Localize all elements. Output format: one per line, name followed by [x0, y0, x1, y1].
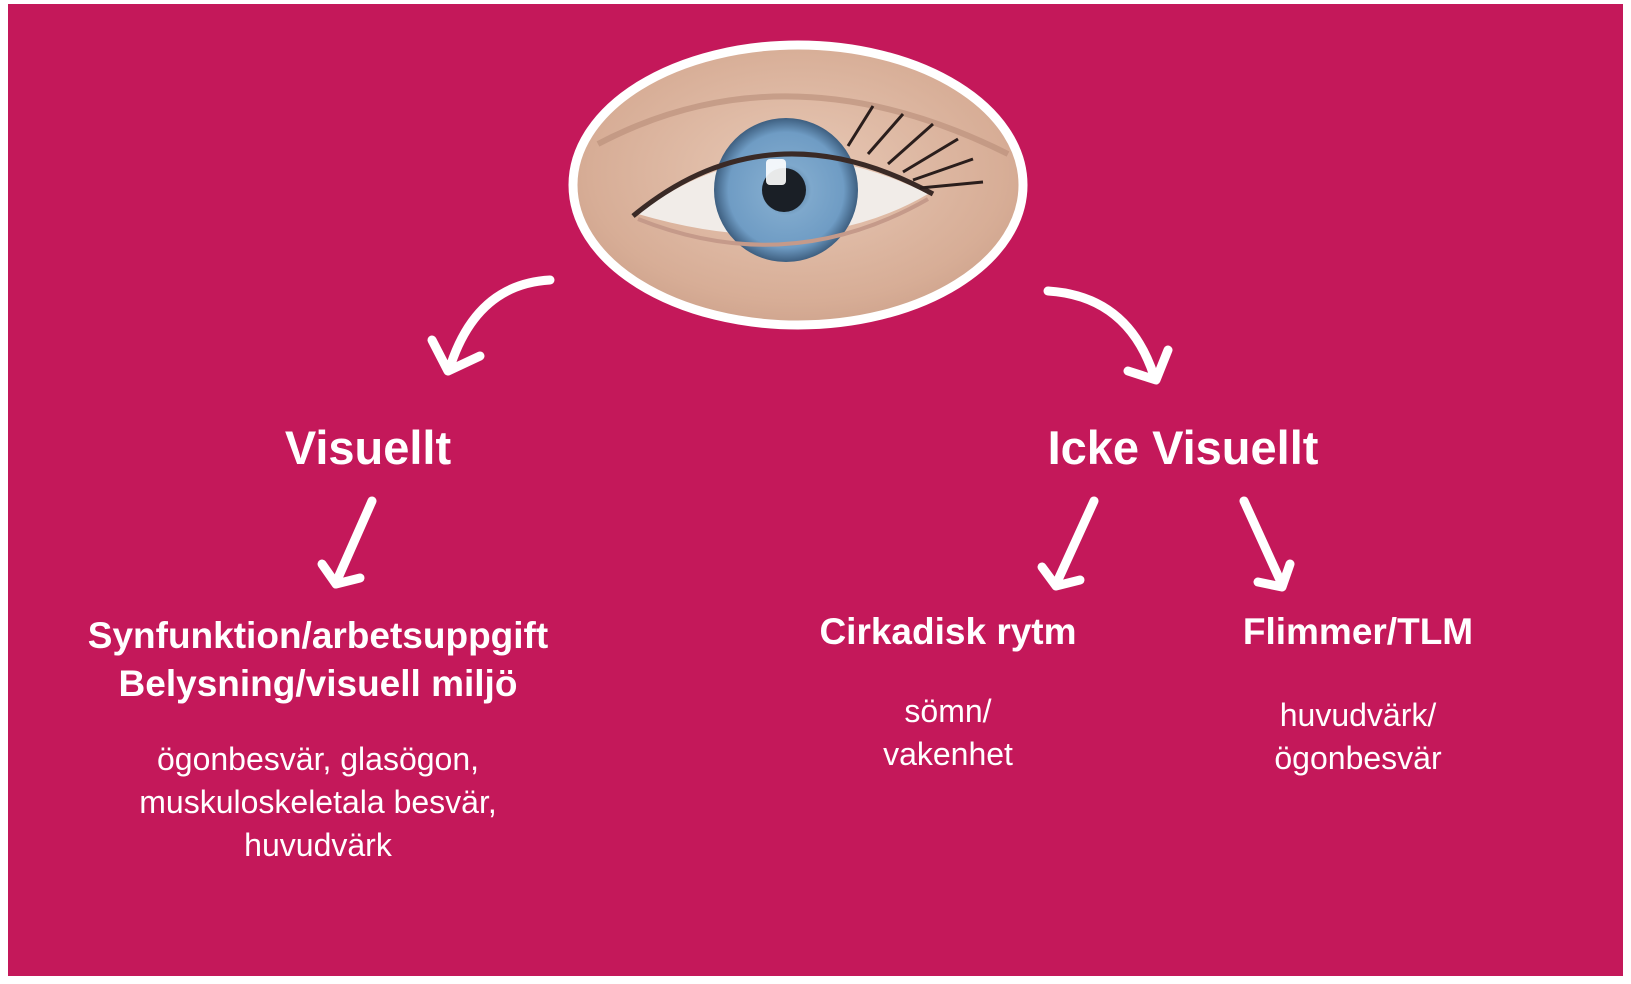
arrow-eye-to-icke-visuellt	[1043, 286, 1173, 385]
visuellt-body-line3: huvudvärk	[244, 827, 392, 863]
eye-photo-content	[573, 45, 1023, 325]
eye-photo	[568, 40, 1028, 330]
arrow-visuellt-to-synfunktion	[317, 496, 377, 589]
cirkadisk-body-line2: vakenhet	[883, 736, 1013, 772]
synfunktion-label: Synfunktion/arbetsuppgift	[87, 615, 549, 656]
arrows-layer	[317, 275, 1295, 592]
visuellt-title: Visuellt	[284, 421, 452, 474]
visuellt-body-line2: muskuloskeletala besvär,	[139, 784, 497, 820]
cirkadisk-body-line1: sömn/	[904, 693, 992, 729]
belysning-label: Belysning/visuell miljö	[118, 663, 518, 704]
cirkadisk-rytm-title: Cirkadisk rytm	[819, 611, 1077, 652]
eye-frame	[568, 40, 1028, 330]
flimmer-tlm-title: Flimmer/TLM	[1242, 611, 1474, 652]
arrow-icke-to-cirkadisk	[1037, 496, 1099, 591]
flimmer-body-line2: ögonbesvär	[1274, 740, 1442, 776]
arrow-eye-to-visuellt	[427, 275, 555, 376]
slide-background: Visuellt Synfunktion/arbetsuppgift Belys…	[8, 4, 1623, 976]
visuellt-body-line1: ögonbesvär, glasögon,	[156, 741, 480, 777]
icke-visuellt-title: Icke Visuellt	[1047, 421, 1319, 474]
arrow-icke-to-flimmer	[1239, 496, 1295, 592]
flimmer-body-line1: huvudvärk/	[1279, 697, 1437, 733]
